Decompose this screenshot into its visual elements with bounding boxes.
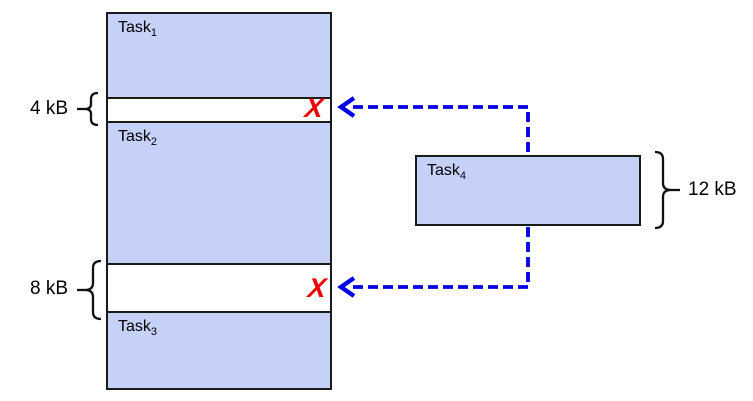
task3-label: Task3 (118, 318, 158, 339)
brace-8kb (77, 259, 102, 321)
memory-segment-task3: Task3 (106, 311, 332, 390)
task4-label: Task4 (427, 162, 467, 183)
memory-segment-task2: Task2 (106, 121, 332, 265)
brace-4kb (77, 91, 99, 127)
reject-x-icon-8kb-gap: X (306, 273, 328, 303)
task1-label: Task1 (118, 19, 158, 40)
memory-gap-4kb (106, 97, 332, 123)
brace-12kb (654, 150, 680, 230)
reject-x-icon-4kb-gap: X (303, 93, 325, 123)
task4-size-label: 12 kB (688, 179, 737, 200)
arrow-task4-to-4kb-gap (337, 96, 530, 152)
task2-label: Task2 (118, 128, 158, 149)
arrow-task4-to-8kb-gap (337, 227, 530, 298)
incoming-task4-box: Task4 (415, 155, 641, 226)
memory-segment-task1: Task1 (106, 12, 332, 99)
gap-4kb-size-label: 4 kB (29, 98, 68, 119)
gap-8kb-size-label: 8 kB (29, 278, 68, 299)
memory-gap-8kb (106, 263, 332, 313)
